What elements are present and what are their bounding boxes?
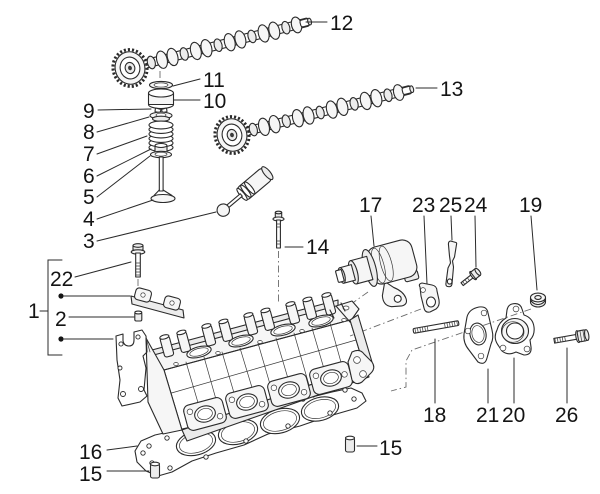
part-stud-14 bbox=[272, 210, 285, 249]
callout-label-13: 13 bbox=[440, 78, 463, 101]
callout-label-26: 26 bbox=[555, 404, 578, 427]
part-bolt-26 bbox=[553, 329, 590, 344]
callout-label-6: 6 bbox=[83, 165, 95, 188]
part-cylinder-head bbox=[115, 292, 375, 442]
callout-label-15-left: 15 bbox=[79, 463, 102, 486]
callout-label-20: 20 bbox=[502, 404, 525, 427]
bullet-marker bbox=[58, 293, 64, 299]
callout-label-17: 17 bbox=[359, 194, 382, 217]
callout-label-16: 16 bbox=[79, 441, 102, 464]
leader-lines bbox=[68, 21, 568, 472]
part-camshaft-cap bbox=[130, 287, 185, 319]
callout-labels: 12 11 10 9 8 7 6 5 4 3 13 14 17 23 25 24… bbox=[28, 12, 578, 486]
callout-label-1: 1 bbox=[28, 300, 40, 323]
part-spring-retainer-8 bbox=[149, 111, 173, 122]
part-bracket-23 bbox=[418, 282, 440, 313]
part-bolt-24 bbox=[460, 267, 482, 287]
callout-label-19: 19 bbox=[519, 194, 542, 217]
callout-label-4: 4 bbox=[83, 208, 95, 231]
callout-label-2: 2 bbox=[55, 308, 67, 331]
part-bucket-tappet-10 bbox=[147, 88, 175, 110]
part-outlet-flange-20 bbox=[494, 303, 535, 356]
callout-label-23: 23 bbox=[412, 194, 435, 217]
callout-label-8: 8 bbox=[83, 121, 95, 144]
part-spring-seat-5 bbox=[149, 150, 173, 159]
callout-label-25: 25 bbox=[439, 194, 462, 217]
callout-label-14: 14 bbox=[306, 236, 330, 259]
callout-label-21: 21 bbox=[476, 404, 499, 427]
part-valve-shim-11 bbox=[148, 80, 174, 90]
exhaust-flanges bbox=[183, 361, 353, 431]
part-camshaft-13 bbox=[209, 69, 420, 159]
callout-label-10: 10 bbox=[203, 90, 226, 113]
bullet-marker bbox=[58, 336, 64, 342]
part-dowel-15-left bbox=[149, 461, 161, 479]
front-ribs bbox=[167, 322, 357, 424]
callout-label-3: 3 bbox=[83, 230, 95, 253]
callout-label-11: 11 bbox=[203, 69, 225, 92]
deck-bolt-bosses bbox=[173, 318, 347, 366]
part-hydraulic-lifter-3 bbox=[216, 166, 274, 217]
spring-wells bbox=[186, 314, 334, 359]
part-dowel-15-right bbox=[344, 435, 356, 453]
group-bracket-1 bbox=[39, 259, 131, 356]
part-bolt-22 bbox=[130, 243, 146, 278]
part-dowel-2 bbox=[134, 310, 143, 322]
part-bushing-19 bbox=[529, 292, 547, 308]
callout-label-22: 22 bbox=[50, 268, 73, 291]
cam-towers bbox=[159, 292, 337, 358]
callout-label-18: 18 bbox=[423, 404, 446, 427]
part-stud-18 bbox=[412, 320, 460, 334]
part-gasket-21 bbox=[463, 306, 494, 364]
callout-label-12: 12 bbox=[330, 12, 353, 35]
callout-label-24: 24 bbox=[464, 194, 488, 217]
callout-label-5: 5 bbox=[83, 186, 95, 209]
callout-label-15-right: 15 bbox=[379, 437, 402, 460]
part-strip-25 bbox=[445, 240, 458, 288]
callout-label-7: 7 bbox=[83, 143, 95, 166]
timing-flange-holes bbox=[117, 334, 144, 397]
part-mount-bracket-17 bbox=[335, 239, 420, 308]
part-valve-4 bbox=[150, 156, 176, 204]
callout-label-9: 9 bbox=[83, 100, 95, 123]
